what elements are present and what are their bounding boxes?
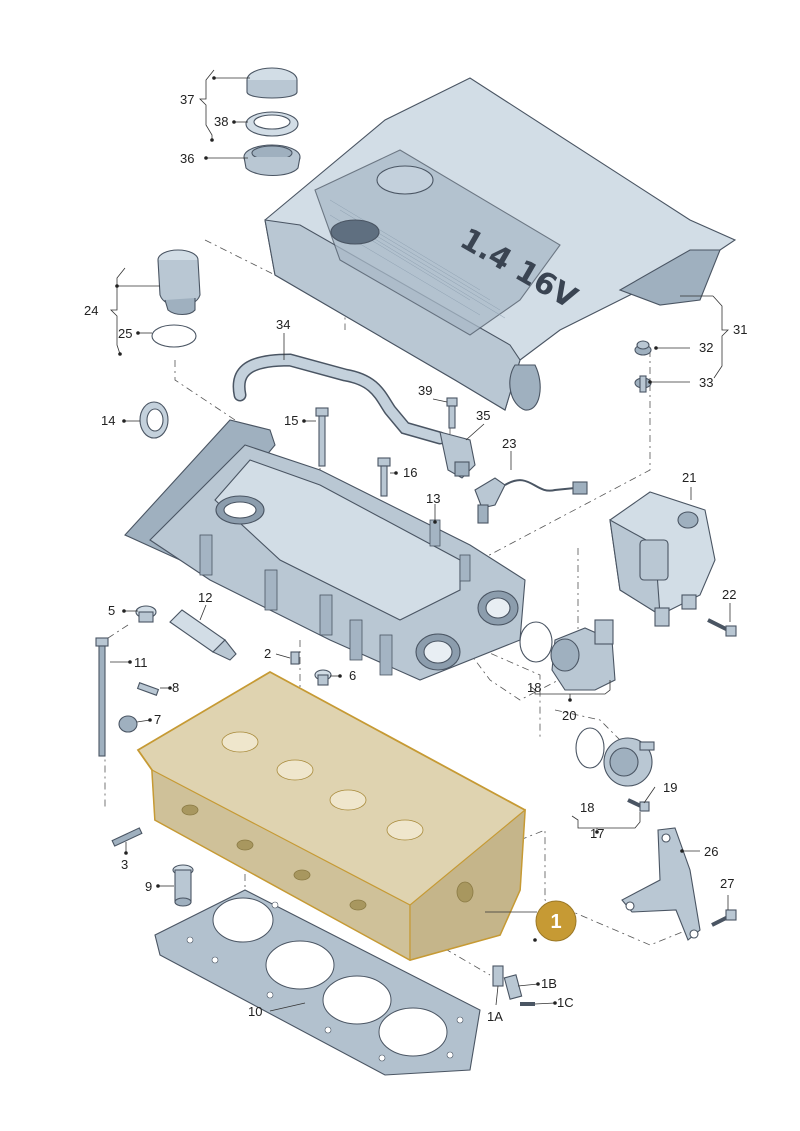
- oil-filler-opening: [330, 219, 380, 245]
- throttle-housing[interactable]: [609, 491, 716, 627]
- callout-19: 19: [663, 780, 677, 795]
- filler-neck-ring[interactable]: [243, 144, 301, 177]
- leader-dots: [115, 76, 684, 1005]
- bracket-1b[interactable]: [503, 974, 523, 1000]
- cover-emblem-recess: [376, 165, 434, 195]
- callout-labels: 37 38 36 24 25 34 31 32 33 39 35 14 15 1…: [84, 92, 747, 1024]
- callout-1c: 1C: [557, 995, 574, 1010]
- callout-26: 26: [704, 844, 718, 859]
- callout-1b: 1B: [541, 976, 557, 991]
- callout-badge-1[interactable]: 1: [535, 900, 577, 942]
- oil-filler-neck[interactable]: [157, 249, 201, 316]
- callout-35: 35: [476, 408, 490, 423]
- callout-8: 8: [172, 680, 179, 695]
- callout-20: 20: [562, 708, 576, 723]
- camshaft-sensor[interactable]: [474, 477, 588, 524]
- bolt-15[interactable]: [315, 407, 329, 467]
- head-cam-bearings: [221, 731, 424, 841]
- oil-filler-cap[interactable]: [246, 67, 298, 99]
- cylinder-head-gasket[interactable]: [154, 889, 481, 1076]
- callout-18-upper: 18: [527, 680, 541, 695]
- bolt-27[interactable]: [711, 909, 737, 927]
- thermostat-housing[interactable]: [550, 619, 616, 691]
- cylinder-head-bolt[interactable]: [95, 637, 109, 757]
- callout-33: 33: [699, 375, 713, 390]
- plug-6[interactable]: [314, 669, 332, 686]
- cap-7[interactable]: [118, 715, 138, 733]
- stud-3[interactable]: [111, 827, 143, 847]
- bolt-39[interactable]: [446, 397, 458, 429]
- callout-2: 2: [264, 646, 271, 661]
- callout-18-lower: 18: [580, 800, 594, 815]
- callout-16: 16: [403, 465, 417, 480]
- engine-cover[interactable]: 1.4 16V: [264, 77, 737, 411]
- callout-5: 5: [108, 603, 115, 618]
- bracket-1a[interactable]: [492, 965, 504, 987]
- head-side-ports: [181, 804, 474, 911]
- callout-12: 12: [198, 590, 212, 605]
- callout-39: 39: [418, 383, 432, 398]
- coolant-flange[interactable]: [603, 737, 655, 787]
- callout-9: 9: [145, 879, 152, 894]
- lifting-bracket[interactable]: [621, 827, 701, 941]
- badge-label: 1: [550, 911, 561, 933]
- pressure-valve[interactable]: [439, 431, 476, 479]
- callout-34: 34: [276, 317, 290, 332]
- breather-hose[interactable]: [232, 353, 447, 445]
- filler-neck-o-ring[interactable]: [151, 324, 197, 348]
- o-ring-18-upper[interactable]: [519, 621, 553, 663]
- plug-seal[interactable]: [139, 401, 169, 439]
- leader-lines: [110, 69, 731, 1012]
- callout-17: 17: [590, 826, 604, 841]
- callout-37: 37: [180, 92, 194, 107]
- sleeve-8[interactable]: [136, 682, 160, 696]
- callout-24: 24: [84, 303, 98, 318]
- rubber-grommet[interactable]: [634, 340, 652, 356]
- callout-36: 36: [180, 151, 194, 166]
- callout-23: 23: [502, 436, 516, 451]
- callout-11: 11: [134, 655, 148, 670]
- callout-1a: 1A: [487, 1009, 503, 1024]
- cap-seal-ring[interactable]: [245, 111, 299, 137]
- sealing-plug[interactable]: [135, 605, 157, 623]
- callout-3: 3: [121, 857, 128, 872]
- callout-15: 15: [284, 413, 298, 428]
- callout-7: 7: [154, 712, 161, 727]
- bolt-16[interactable]: [377, 457, 391, 497]
- cylinder-head[interactable]: [136, 670, 526, 962]
- callout-13: 13: [426, 491, 440, 506]
- cylinder-head-cover[interactable]: [124, 419, 526, 681]
- callout-25: 25: [118, 326, 132, 341]
- callout-21: 21: [682, 470, 696, 485]
- sealant-tube[interactable]: [169, 609, 237, 661]
- cover-ribs: [199, 519, 471, 676]
- mounting-stud[interactable]: [634, 375, 652, 393]
- callout-38: 38: [214, 114, 228, 129]
- callout-27: 27: [720, 876, 734, 891]
- dowel-pin[interactable]: [290, 651, 300, 665]
- callout-6: 6: [349, 668, 356, 683]
- bolt-22[interactable]: [707, 618, 737, 637]
- callout-22: 22: [722, 587, 736, 602]
- o-ring-18-lower[interactable]: [575, 727, 605, 769]
- bolt-19[interactable]: [627, 798, 650, 812]
- callout-32: 32: [699, 340, 713, 355]
- guide-sleeve-9[interactable]: [172, 864, 194, 907]
- callout-14: 14: [101, 413, 115, 428]
- callout-31: 31: [733, 322, 747, 337]
- callout-10: 10: [248, 1004, 262, 1019]
